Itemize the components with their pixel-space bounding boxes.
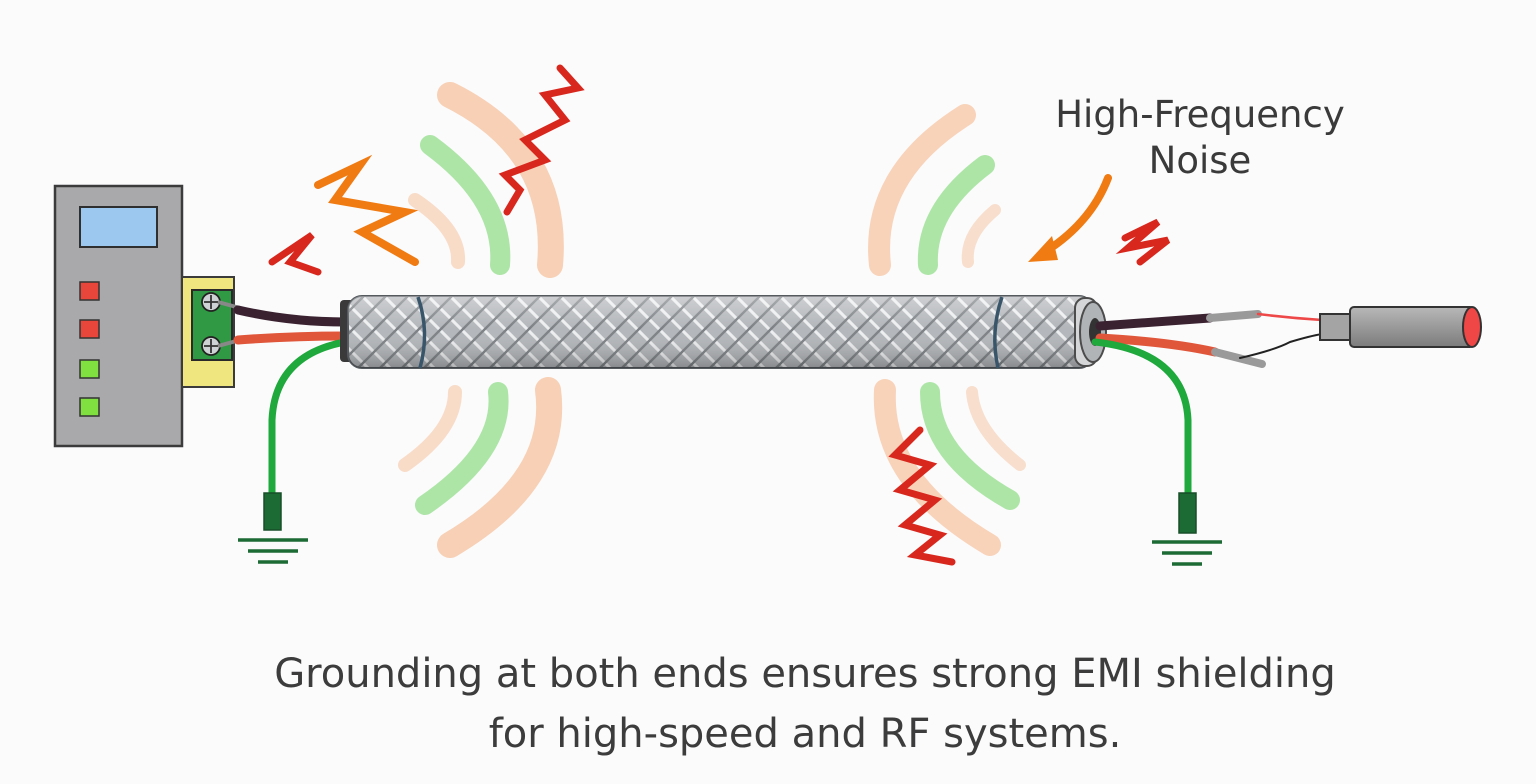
caption-line-1: Grounding at both ends ensures strong EM… — [274, 651, 1336, 697]
field-arc-green-bottom-right — [920, 382, 1020, 510]
noise-zigzag-icon-red-right — [1115, 218, 1171, 266]
field-arc-peach-outer-bottom — [437, 377, 563, 558]
curved-arrow-icon — [1028, 174, 1112, 262]
indicator-led-red-2 — [79, 319, 100, 339]
signal-wire-dark-right — [1095, 313, 1215, 331]
noise-label-line-2: Noise — [1148, 139, 1252, 182]
field-arc-peach-outer-bottom-right — [873, 379, 1001, 556]
sensor-lead-black — [1239, 333, 1323, 359]
indicator-led-green-1 — [79, 359, 100, 379]
signal-wire-red-left — [233, 331, 350, 345]
diagram-caption: Grounding at both ends ensures strong EM… — [180, 644, 1430, 764]
field-arc-green-top-right — [917, 155, 995, 275]
noise-zigzag-icon-orange-left — [314, 154, 419, 266]
field-arc-peach-inner-top — [408, 193, 466, 269]
indicator-led-green-2 — [79, 397, 100, 417]
screw-terminal-icon — [181, 276, 241, 388]
caption-line-2: for high-speed and RF systems. — [488, 711, 1122, 757]
noise-zigzag-icon-red-small-left — [268, 232, 322, 276]
ground-symbol-icon-right — [1152, 492, 1222, 566]
indicator-led-red-1 — [79, 281, 100, 301]
device-screen — [79, 206, 158, 248]
sensor-lead-red — [1256, 312, 1324, 322]
field-arc-green-top — [420, 135, 511, 275]
noise-zigzag-icon-red-bottom-right — [888, 426, 956, 566]
field-arc-peach-inner-top-right — [961, 204, 1001, 268]
shielded-cable — [340, 295, 1107, 369]
ground-wire-left — [268, 338, 349, 499]
signal-wire-dark-right-tip — [1206, 310, 1262, 322]
field-arc-green-bottom — [415, 382, 509, 515]
control-panel-icon — [53, 184, 184, 448]
noise-label: High-Frequency Noise — [1000, 92, 1400, 184]
right-wires — [1091, 310, 1324, 499]
field-arc-peach-outer-top-right — [868, 104, 976, 276]
cylindrical-sensor-icon — [1319, 306, 1482, 348]
signal-wire-dark-left — [233, 305, 350, 327]
field-arc-peach-inner-bottom — [398, 385, 462, 472]
ground-symbol-icon-left — [238, 492, 308, 564]
field-arcs-right — [868, 104, 1026, 556]
signal-wire-red-right-tip — [1211, 348, 1266, 368]
noise-label-line-1: High-Frequency — [1055, 93, 1345, 136]
left-wires — [233, 305, 350, 499]
field-arc-peach-inner-bottom-right — [966, 386, 1026, 471]
shield-band-left — [416, 296, 427, 369]
signal-wire-red-right — [1095, 333, 1220, 357]
sensor-tip — [1462, 306, 1482, 348]
shield-band-right — [993, 296, 1004, 369]
noise-zigzags — [268, 64, 1171, 566]
noise-zigzag-icon-red-top — [498, 64, 585, 216]
ground-wire-right — [1091, 338, 1192, 499]
